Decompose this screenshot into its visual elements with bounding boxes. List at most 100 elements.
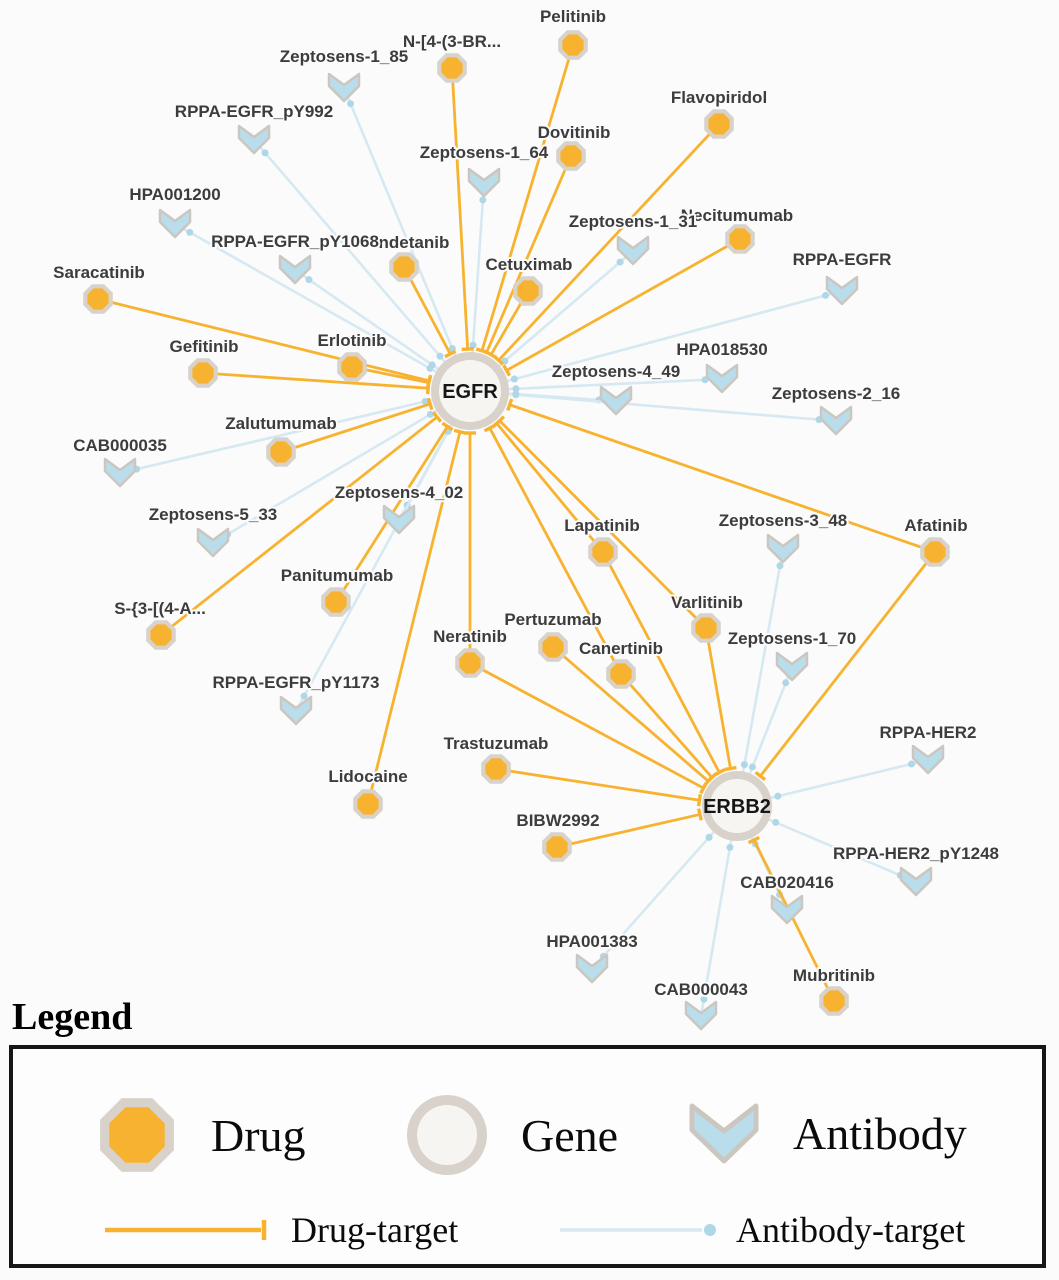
antibody-target-edge [174, 222, 471, 393]
legend-item-gene: Gene [403, 1091, 618, 1179]
gene-icon [407, 1095, 487, 1175]
antibody-edge-dot [616, 258, 624, 266]
drug-edge-tee [426, 397, 434, 411]
drug-edge-tee [431, 411, 443, 423]
antibody-edge-dot [822, 291, 830, 299]
antibody-node-label: HPA018530 [676, 340, 767, 359]
drug-target-edge [485, 155, 573, 353]
drug-edge-tee [706, 772, 718, 783]
antibody-node [911, 744, 945, 775]
antibody-edge-dot [700, 995, 708, 1003]
antibody-node-label: CAB000035 [73, 436, 167, 455]
antibody-target-edge [294, 390, 472, 712]
antibody-node [766, 533, 800, 564]
nodes-layer [83, 30, 950, 1031]
antibody-edge-dot [347, 100, 355, 108]
drug-node [823, 990, 845, 1012]
drug-target-edge [450, 67, 470, 350]
drug-target-edge [160, 415, 438, 637]
antibody-target-edge [119, 389, 471, 475]
drug-edge-tee [724, 765, 737, 772]
drug-node [357, 793, 379, 815]
antibody-icon [689, 1103, 759, 1164]
drug-node-label: Canertinib [579, 639, 663, 658]
drug-edge-tee [696, 808, 703, 821]
antibody-node [382, 504, 416, 535]
antibody-node [103, 457, 137, 488]
antibody-edge-dot [774, 792, 782, 800]
drug-edge-tee [441, 421, 454, 432]
legend-antibody-label: Antibody [793, 1107, 967, 1159]
antibody-edge-dot [436, 352, 444, 360]
antibody-edge-dot [740, 761, 748, 769]
legend-antibody-target-label: Antibody-target [736, 1210, 966, 1250]
antibody-node [278, 254, 312, 285]
antibody-node-label: RPPA-EGFR_pY992 [175, 102, 333, 121]
antibody-edge-dot [305, 276, 313, 284]
drug-node [924, 541, 946, 563]
antibody-node-label: RPPA-EGFR_pY1068 [211, 232, 379, 251]
antibody-node-label: Zeptosens-5_33 [149, 505, 278, 524]
drug-node-label: Erlotinib [318, 331, 387, 350]
legend-drug-target-label: Drug-target [291, 1210, 459, 1250]
antibody-node [775, 651, 809, 682]
drug-node-label: Trastuzumab [444, 734, 549, 753]
antibody-node-label: Zeptosens-1_70 [728, 629, 857, 648]
drug-node [485, 758, 507, 780]
antibody-node [279, 695, 313, 726]
gene-node-label: EGFR [442, 381, 498, 403]
antibody-node-label: CAB000043 [654, 980, 748, 999]
antibody-node-label: Zeptosens-1_85 [280, 47, 409, 66]
drug-edge-tee [747, 835, 761, 845]
antibody-edge-dot [300, 692, 308, 700]
antibody-node-label: Zeptosens-4_02 [335, 483, 464, 502]
antibody-target-edge [699, 805, 739, 1017]
antibody-target-edge [253, 139, 471, 392]
antibody-node-label: RPPA-HER2 [880, 723, 977, 742]
antibody-edge-dot [469, 341, 477, 349]
legend-item-drug-target: Drug-target [103, 1209, 458, 1251]
drug-target-edge [202, 371, 429, 390]
antibody-node [819, 405, 853, 436]
antibody-node [825, 275, 859, 306]
antibody-node [684, 1000, 718, 1031]
antibody-node [467, 167, 501, 198]
antibody-edge-dot [261, 149, 269, 157]
drug-node-label: BIBW2992 [516, 811, 599, 830]
drug-edge-tee [453, 428, 467, 435]
drug-target-edge [366, 431, 462, 805]
drug-node [441, 57, 463, 79]
antibody-edge-dot [772, 818, 780, 826]
antibody-edge-dot [782, 679, 790, 687]
antibody-node-label: Zeptosens-4_49 [552, 362, 681, 381]
gene-node [710, 779, 764, 833]
antibody-node [158, 208, 192, 239]
drug-target-edge [497, 123, 721, 362]
antibody-edge-dot [426, 410, 434, 418]
antibody-node-label: Zeptosens-2_16 [772, 384, 901, 403]
drug-edge-tee [696, 794, 703, 807]
drug-node [87, 288, 109, 310]
drug-node-label: N-[4-(3-BR... [403, 32, 501, 51]
drug-node-label: Varlitinib [671, 593, 743, 612]
antibody-edge-dot [726, 843, 734, 851]
drug-target-edge [619, 673, 713, 779]
edges-layer [97, 44, 937, 1017]
antibody-node-label: RPPA-EGFR_pY1173 [213, 673, 380, 692]
drug-node [270, 441, 292, 463]
antibody-target-edge-icon [560, 1224, 716, 1236]
antibody-edge-dot [510, 375, 518, 383]
drug-target-edge [480, 44, 575, 352]
drug-node [729, 228, 751, 250]
drug-edge-tee [483, 423, 496, 433]
antibody-target-edge [591, 805, 738, 970]
drug-node [325, 591, 347, 613]
drug-node-label: Vandetanib [359, 233, 450, 252]
antibody-edge-dot [512, 391, 520, 399]
drug-target-edge [601, 551, 721, 774]
drug-target-edge [402, 266, 452, 355]
antibody-node [899, 866, 933, 897]
drug-edge-tee [425, 376, 432, 389]
drug-target-edge [495, 422, 605, 553]
antibody-node [237, 124, 271, 155]
